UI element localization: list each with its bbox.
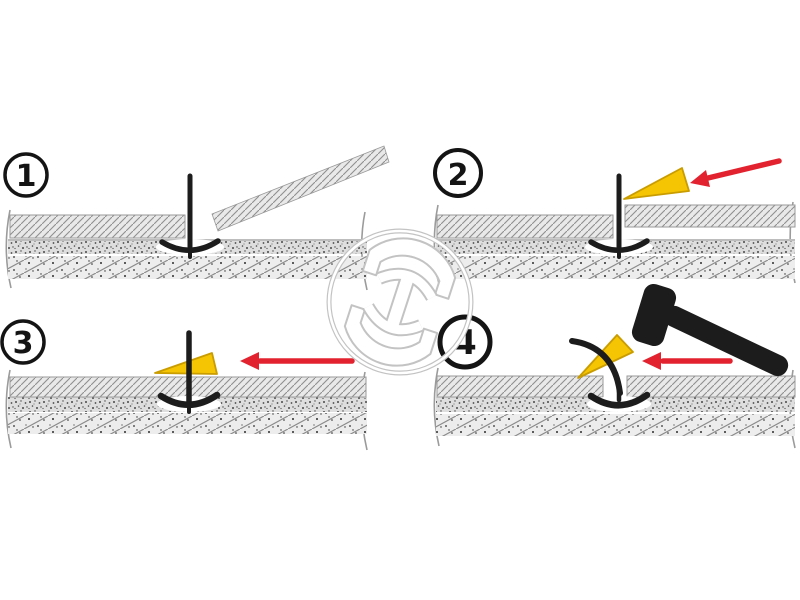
step-1-panel: 1 xyxy=(3,145,390,291)
step-badge xyxy=(3,152,49,198)
floor-plank-layer xyxy=(436,214,614,239)
direction-arrow-head xyxy=(240,352,259,370)
step-3-panel: 3 xyxy=(0,319,368,451)
section-break-line xyxy=(5,209,12,289)
step-number: 3 xyxy=(13,326,34,361)
step-2-panel: 2 xyxy=(433,148,796,285)
concrete-layer xyxy=(436,256,795,279)
watermark-ring-inner xyxy=(327,229,473,375)
tilted-plank xyxy=(211,145,390,232)
spacer-wedge xyxy=(154,352,218,375)
raised-plank-layer xyxy=(624,204,796,228)
watermark-glyph xyxy=(343,237,457,367)
section-break-line xyxy=(433,367,440,447)
step-4-panel: 4 xyxy=(433,283,796,449)
bent-pin xyxy=(569,338,623,396)
mallet-head xyxy=(631,283,677,347)
direction-arrow-head xyxy=(690,170,710,187)
pull-pin xyxy=(159,173,221,259)
watermark-i-fill xyxy=(364,269,436,335)
step-badge xyxy=(437,314,493,370)
step-number: 4 xyxy=(453,323,477,363)
watermark-logo xyxy=(326,228,474,376)
watermark-top-bracket xyxy=(361,237,457,300)
concrete-layer xyxy=(436,414,795,436)
step-number: 1 xyxy=(16,159,37,194)
step-badge xyxy=(433,148,483,198)
mallet-handle xyxy=(663,305,789,377)
step-number: 2 xyxy=(448,158,469,193)
concrete-layer xyxy=(8,256,367,279)
pull-pin xyxy=(157,330,221,414)
concrete-layer xyxy=(8,413,367,434)
step-badge xyxy=(0,319,46,365)
pull-pin xyxy=(588,173,650,259)
rubber-mallet xyxy=(631,283,789,377)
section-break-line xyxy=(5,369,12,449)
direction-arrow-head xyxy=(642,352,661,370)
spacer-wedge xyxy=(623,167,690,200)
watermark-bottom-bracket xyxy=(343,304,439,367)
floor-plank-layer xyxy=(626,375,796,398)
floor-plank-layer xyxy=(436,375,604,398)
direction-arrow-shaft xyxy=(705,158,782,181)
floor-plank-layer xyxy=(9,214,186,239)
